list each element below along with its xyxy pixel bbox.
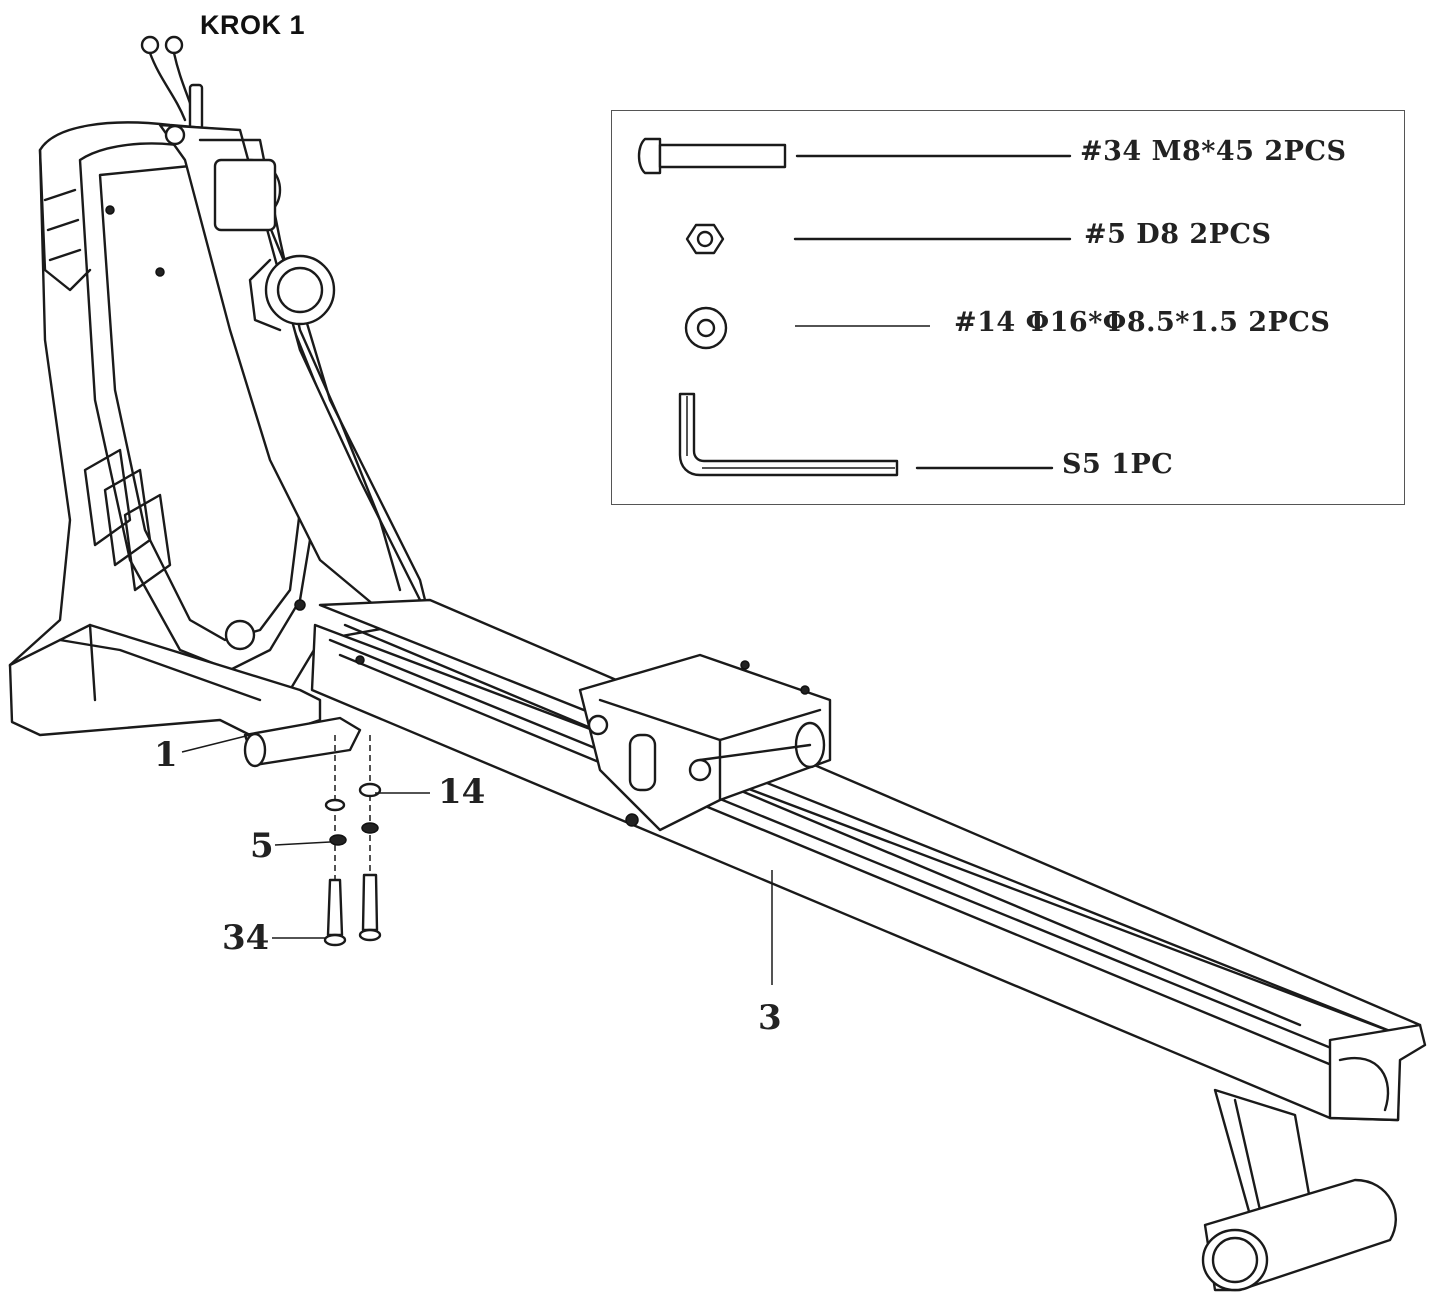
callout-part-1: 1: [154, 735, 178, 775]
callout-part-5: 5: [250, 826, 274, 866]
allen-key-icon: [678, 392, 1054, 477]
callout-part-14: 14: [438, 772, 486, 812]
callout-leaders: [181, 734, 773, 985]
part-label-bolt: #34 M8*45 2PCS: [1080, 136, 1347, 167]
part-label-nut: #5 D8 2PCS: [1084, 219, 1272, 250]
parts-icons: [637, 137, 1072, 477]
rail-beam: [310, 598, 1427, 1122]
exploded-hardware: [323, 735, 382, 947]
rear-stabilizer: [1201, 1088, 1397, 1292]
washer-icon: [684, 306, 930, 350]
nut-icon: [685, 223, 1072, 255]
callout-part-3: 3: [758, 998, 782, 1038]
part-label-washer: #14 Φ16*Φ8.5*1.5 2PCS: [954, 307, 1331, 338]
part-label-allen-key: S5 1PC: [1062, 449, 1174, 480]
callout-part-34: 34: [222, 918, 270, 958]
main-frame-housing: [8, 121, 432, 768]
parts-list-box: #34 M8*45 2PCS #5 D8 2PCS #14 Φ16*Φ8.5*1…: [611, 110, 1405, 505]
step-title: KROK 1: [200, 10, 306, 40]
cable-connectors: [140, 35, 204, 132]
bolt-icon: [637, 137, 1072, 175]
